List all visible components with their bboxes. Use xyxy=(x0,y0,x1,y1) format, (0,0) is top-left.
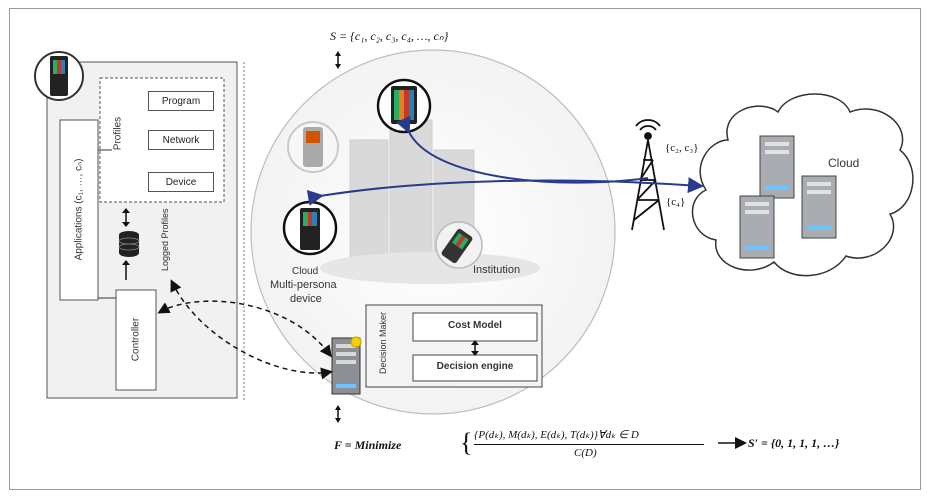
controller-label: Controller xyxy=(130,317,142,362)
database-icon xyxy=(118,231,140,257)
applications-label: Applications (c₁, …, cₙ) xyxy=(73,158,85,261)
equation-fraction-bar xyxy=(474,444,704,445)
profile-network-box: Network xyxy=(148,130,214,150)
cell-tower-icon xyxy=(631,119,665,231)
logged-profiles-label: Logged Profiles xyxy=(160,208,170,271)
tablet-icon xyxy=(376,78,432,134)
top-set-equation: S = {c₁, c₂, c₃, c₄, …, cₙ} xyxy=(330,29,449,43)
institution-phone-icon xyxy=(435,221,483,269)
device-label: device xyxy=(290,293,322,305)
tower-lower-label: {c₄} xyxy=(666,196,686,208)
tower-upper-label: {c₂, c₃} xyxy=(665,142,699,154)
decision-server-icon xyxy=(331,336,362,395)
cost-model-label: Cost Model xyxy=(448,320,502,331)
equation-result: S′ = {0, 1, 1, 1, …} xyxy=(748,436,840,450)
cloud-label: Cloud xyxy=(828,156,860,170)
cloud-servers-icon xyxy=(739,135,837,259)
decision-maker-label: Decision Maker xyxy=(378,311,388,375)
profile-program-box: Program xyxy=(148,91,214,111)
profiles-label: Profiles xyxy=(112,116,124,151)
decision-maker-box xyxy=(365,304,543,388)
institution-label: Institution xyxy=(473,264,521,276)
feature-phone-icon xyxy=(287,121,339,173)
decision-engine-label: Decision engine xyxy=(436,361,514,372)
controller-decision-links xyxy=(157,279,333,380)
multi-persona-label: Multi-persona xyxy=(270,279,337,291)
equation-brace: { xyxy=(460,428,473,457)
offload-arrows xyxy=(306,115,704,206)
equation-lhs: F = Minimize xyxy=(334,438,402,452)
phone-icon-panel xyxy=(34,51,84,101)
profile-device-box: Device xyxy=(148,172,214,192)
equation-numerator: {P(dₖ), M(dₖ), E(dₖ), T(dₖ)}∀dₖ ∈ D xyxy=(474,429,639,441)
cloud-persona-label: Cloud xyxy=(292,266,319,277)
equation-denominator: C(D) xyxy=(574,447,597,459)
multi-persona-phone-icon xyxy=(282,200,338,256)
